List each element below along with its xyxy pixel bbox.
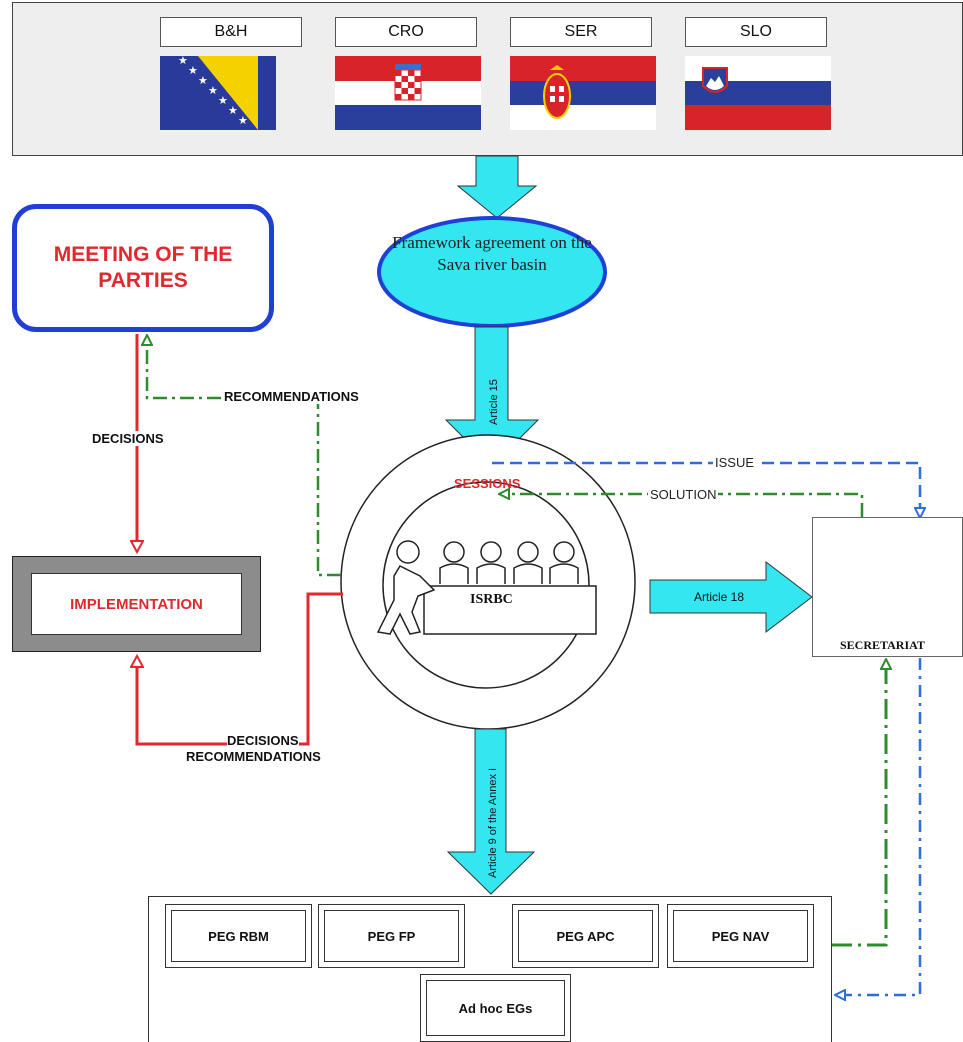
isrbc-meeting-icon — [376, 540, 597, 635]
svg-text:★: ★ — [218, 94, 228, 107]
country-label-cro: CRO — [335, 17, 477, 47]
peg-rbm-box: PEG RBM — [165, 904, 312, 968]
article15-label: Article 15 — [488, 379, 500, 425]
line-recommendations-to-mop — [147, 336, 341, 577]
svg-text:★: ★ — [198, 74, 208, 87]
peg-apc-box: PEG APC — [512, 904, 659, 968]
svg-text:★: ★ — [178, 56, 188, 67]
arrow-article18 — [649, 560, 813, 634]
isrbc-label: ISRBC — [470, 592, 513, 607]
peg-nav-label: PEG NAV — [673, 910, 808, 962]
line-secretariat-to-peg — [836, 658, 922, 995]
recommendations-label: RECOMMENDATIONS — [222, 389, 361, 404]
country-label-slo: SLO — [685, 17, 827, 47]
peg-fp-label: PEG FP — [324, 910, 459, 962]
sessions-label: SESSIONS — [454, 476, 521, 491]
isrbc-inner-circle — [382, 481, 590, 689]
arrow-flags-to-framework — [456, 155, 538, 219]
article18-label: Article 18 — [694, 590, 744, 604]
line-peg-to-secretariat — [832, 660, 886, 947]
implementation-label: IMPLEMENTATION — [31, 573, 242, 635]
svg-text:★: ★ — [238, 114, 248, 127]
line-solution — [500, 494, 864, 517]
meeting-of-parties-label: MEETING OF THE PARTIES — [53, 243, 233, 292]
svg-text:★: ★ — [188, 64, 198, 77]
issue-label: ISSUE — [713, 455, 757, 470]
meeting-of-parties-box: MEETING OF THE PARTIES — [12, 204, 274, 332]
framework-ellipse — [377, 216, 607, 328]
flag-ser — [510, 56, 656, 130]
recommendations-label-2: RECOMMENDATIONS — [186, 749, 321, 764]
decisions-label: DECISIONS — [90, 431, 166, 446]
country-label-bih: B&H — [160, 17, 302, 47]
decisions-label-2: DECISIONS — [227, 733, 299, 748]
arrow-article9 — [446, 728, 536, 895]
framework-label: Framework agreement on the Sava river ba… — [392, 233, 592, 274]
adhoc-eg-box: Ad hoc EGs — [420, 974, 571, 1042]
country-label-ser: SER — [510, 17, 652, 47]
adhoc-eg-label: Ad hoc EGs — [426, 980, 565, 1036]
flag-bih: ★★★ ★★★★ — [160, 56, 276, 130]
peg-fp-box: PEG FP — [318, 904, 465, 968]
line-decisions-to-impl — [137, 592, 343, 746]
peg-rbm-label: PEG RBM — [171, 910, 306, 962]
implementation-box: IMPLEMENTATION — [12, 556, 261, 652]
secretariat-label: SECRETARIAT — [840, 638, 925, 652]
peg-nav-box: PEG NAV — [667, 904, 814, 968]
solution-label: SOLUTION — [648, 487, 719, 502]
flag-cro — [335, 56, 481, 130]
peg-apc-label: PEG APC — [518, 910, 653, 962]
article9-label: Article 9 of the Annex I — [487, 768, 499, 878]
svg-text:★: ★ — [228, 104, 238, 117]
flag-slo — [685, 56, 831, 130]
svg-text:★: ★ — [208, 84, 218, 97]
secretariat-box — [812, 517, 963, 657]
